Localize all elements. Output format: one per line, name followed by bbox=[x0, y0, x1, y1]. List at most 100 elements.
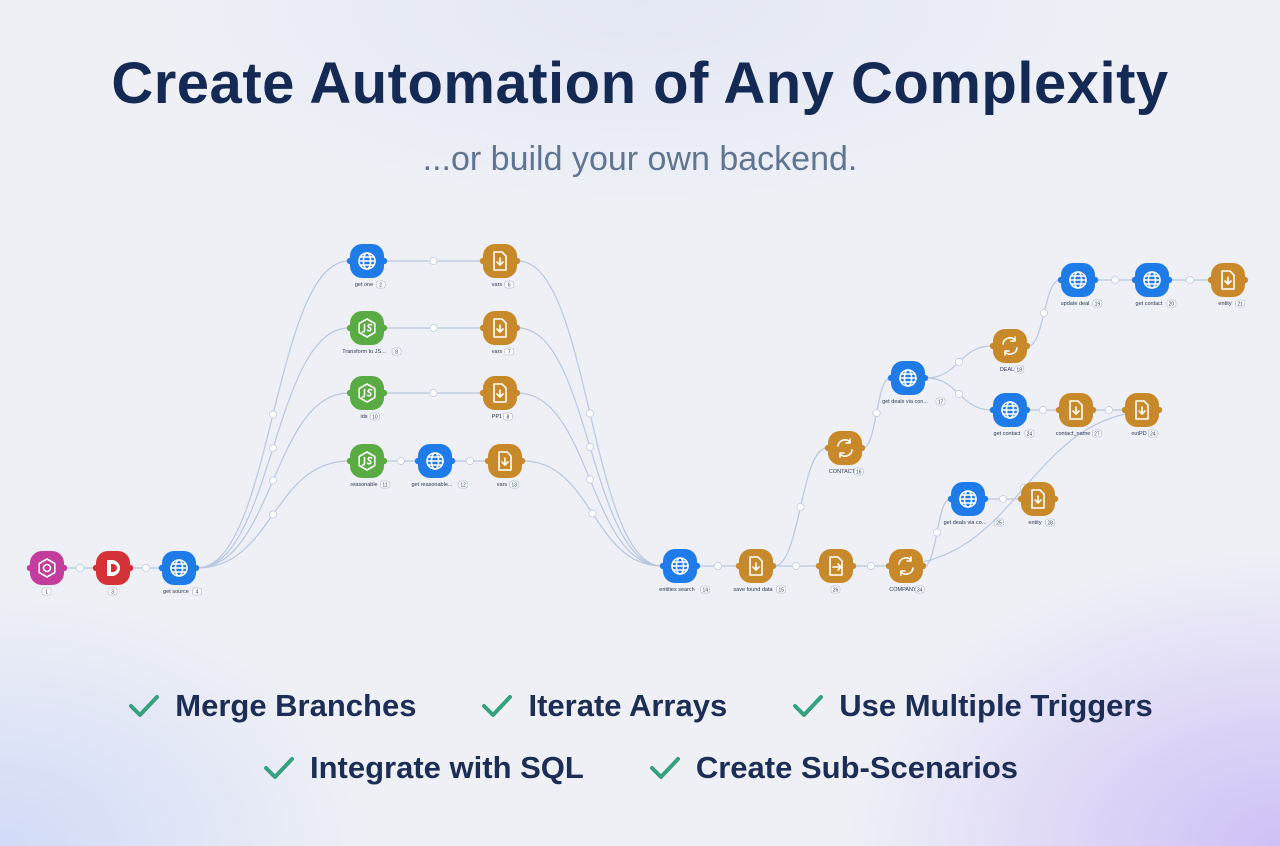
module-n15[interactable]: 26 bbox=[815, 549, 857, 593]
feature-sub-scenarios: Create Sub-Scenarios bbox=[648, 750, 1018, 786]
route-filter-dot[interactable] bbox=[1104, 405, 1114, 415]
module-number-badge bbox=[1235, 299, 1245, 308]
module-body[interactable] bbox=[30, 551, 64, 585]
route-filter-dot[interactable] bbox=[141, 563, 151, 573]
page-subtitle: ...or build your own backend. bbox=[422, 140, 858, 178]
module-number: 11 bbox=[382, 482, 387, 488]
module-label: save found data bbox=[733, 587, 773, 593]
feature-iterate-arrays: Iterate Arrays bbox=[480, 688, 727, 724]
route-filter-dot[interactable] bbox=[585, 475, 595, 484]
module-number: 27 bbox=[1094, 431, 1100, 437]
route-filter-dot[interactable] bbox=[585, 442, 595, 452]
module-body[interactable] bbox=[819, 549, 853, 583]
module-n6[interactable]: Transform to JS...8 bbox=[342, 311, 402, 355]
check-icon bbox=[649, 757, 680, 779]
globe-icon bbox=[899, 369, 917, 387]
module-body[interactable] bbox=[350, 444, 384, 478]
route-filter-dot[interactable] bbox=[1185, 275, 1195, 285]
module-body[interactable] bbox=[350, 376, 384, 410]
module-number-badge bbox=[776, 585, 786, 594]
export-icon bbox=[829, 556, 843, 576]
module-body[interactable] bbox=[828, 431, 862, 465]
route-filter-dot[interactable] bbox=[872, 408, 881, 418]
route-filter-dot[interactable] bbox=[429, 256, 438, 266]
route-filter-dot[interactable] bbox=[268, 510, 278, 519]
module-n26[interactable]: get deals via co...25 bbox=[944, 482, 1004, 526]
route-filter-dot[interactable] bbox=[588, 509, 597, 518]
module-label: PP1 bbox=[492, 414, 502, 420]
module-number: 26 bbox=[833, 587, 839, 593]
module-number: 34 bbox=[917, 587, 923, 593]
module-n12[interactable]: vars 13 bbox=[484, 444, 526, 488]
route-filter-dot[interactable] bbox=[268, 410, 278, 419]
module-label: Transform to JS... bbox=[342, 349, 386, 355]
route-filter-dot[interactable] bbox=[429, 388, 438, 398]
module-n1[interactable]: 1 bbox=[26, 551, 68, 595]
module-number: 18 bbox=[1017, 367, 1023, 373]
module-number-badge bbox=[107, 587, 118, 596]
module-n11[interactable]: get reasonable...12 bbox=[412, 444, 468, 488]
route-filter-dot[interactable] bbox=[954, 389, 964, 399]
check-icon bbox=[129, 695, 160, 717]
module-number: 25 bbox=[996, 520, 1002, 526]
download-icon bbox=[498, 451, 512, 471]
route-filter-dot[interactable] bbox=[791, 561, 801, 571]
route-filter-dot[interactable] bbox=[954, 357, 964, 367]
module-number: 24 bbox=[1027, 431, 1033, 437]
module-number-badge bbox=[1045, 518, 1055, 527]
globe-icon bbox=[170, 559, 188, 577]
module-body[interactable] bbox=[889, 549, 923, 583]
route-filter-dot[interactable] bbox=[1038, 405, 1048, 415]
module-number-badge bbox=[1014, 365, 1025, 374]
module-number: 7 bbox=[508, 349, 511, 355]
module-body[interactable] bbox=[350, 311, 384, 345]
route-filter-dot[interactable] bbox=[396, 456, 406, 466]
module-number: 13 bbox=[512, 482, 518, 488]
route-filter-dot[interactable] bbox=[429, 323, 438, 333]
route-filter-dot[interactable] bbox=[866, 561, 876, 571]
route-filter-dot[interactable] bbox=[268, 476, 278, 485]
module-body[interactable] bbox=[993, 329, 1027, 363]
route-filter-dot[interactable] bbox=[268, 443, 278, 453]
module-n2[interactable]: 3 bbox=[92, 551, 134, 596]
module-label: vars bbox=[497, 482, 508, 488]
module-number: 24 bbox=[1150, 431, 1156, 437]
module-number-badge bbox=[1166, 299, 1177, 308]
module-label: COMPANY bbox=[889, 587, 917, 593]
route-filter-dot[interactable] bbox=[1110, 275, 1120, 285]
route-filter-dot[interactable] bbox=[713, 561, 723, 571]
route-filter-dot[interactable] bbox=[998, 494, 1008, 504]
globe-icon bbox=[358, 252, 376, 270]
module-number-badge bbox=[458, 480, 468, 489]
module-n18[interactable]: get deals via con...17 bbox=[882, 361, 946, 405]
route-filter-dot[interactable] bbox=[796, 502, 805, 512]
route-filter-dot[interactable] bbox=[465, 456, 475, 466]
route-filter-dot[interactable] bbox=[932, 528, 942, 537]
module-label: vars bbox=[492, 282, 503, 288]
route-filter-dot[interactable] bbox=[1039, 308, 1049, 318]
route-filter-dot[interactable] bbox=[585, 409, 595, 418]
route-filter-dot[interactable] bbox=[75, 563, 85, 573]
module-label: get source bbox=[163, 589, 189, 595]
loop-icon bbox=[837, 438, 853, 458]
feature-merge-branches: Merge Branches bbox=[127, 688, 416, 724]
